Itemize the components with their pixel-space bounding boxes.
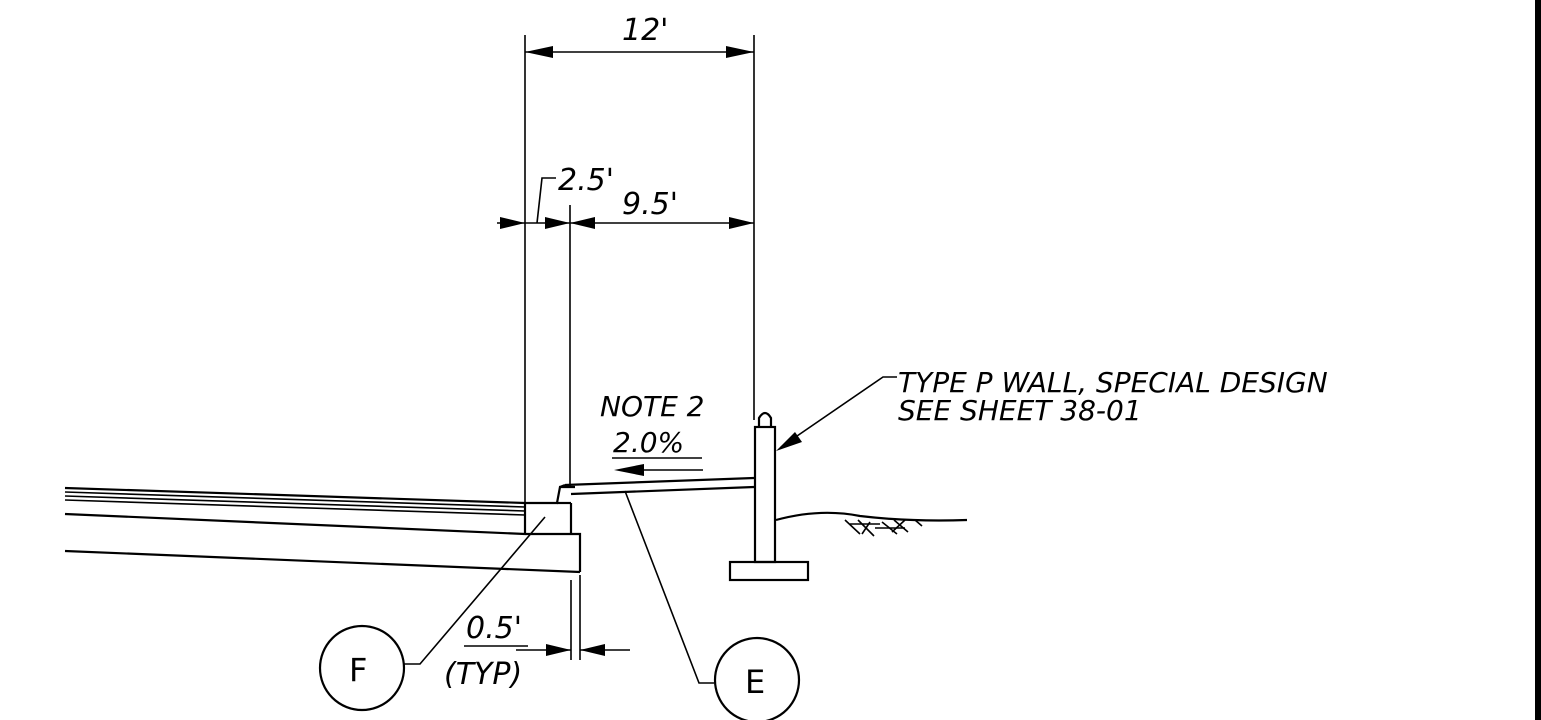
dimension-12ft: 12' [525, 13, 754, 58]
slope-note-label: NOTE 2 [600, 390, 705, 423]
dimension-label-2-5ft: 2.5' [558, 163, 614, 198]
wall-leader: TYPE P WALL, SPECIAL DESIGN SEE SHEET 38… [776, 366, 1328, 451]
pavement-slab [64, 486, 581, 574]
dimension-label-typ: (TYP) [444, 657, 522, 692]
type-p-wall [728, 411, 810, 582]
ground-line [775, 511, 968, 537]
extension-lines [524, 35, 755, 660]
dimension-2-5-and-9-5: 2.5' 9.5' [497, 163, 754, 229]
sidewalk-slab [559, 476, 755, 496]
callout-f-label: F [349, 651, 367, 689]
dimension-label-0-5ft: 0.5' [466, 611, 522, 646]
callout-e: E [624, 490, 801, 720]
dimension-label-12ft: 12' [622, 13, 668, 48]
wall-label-line1: TYPE P WALL, SPECIAL DESIGN [898, 366, 1328, 399]
slope-value-label: 2.0% [613, 426, 684, 459]
wall-label-line2: SEE SHEET 38-01 [898, 394, 1142, 427]
slope-indicator: NOTE 2 2.0% [600, 390, 705, 476]
callout-f: F [318, 516, 546, 712]
callout-e-label: E [745, 663, 765, 701]
dimension-0-5ft: 0.5' (TYP) [444, 611, 630, 692]
curb-gutter [525, 485, 582, 572]
dimension-label-9-5ft: 9.5' [622, 187, 678, 222]
